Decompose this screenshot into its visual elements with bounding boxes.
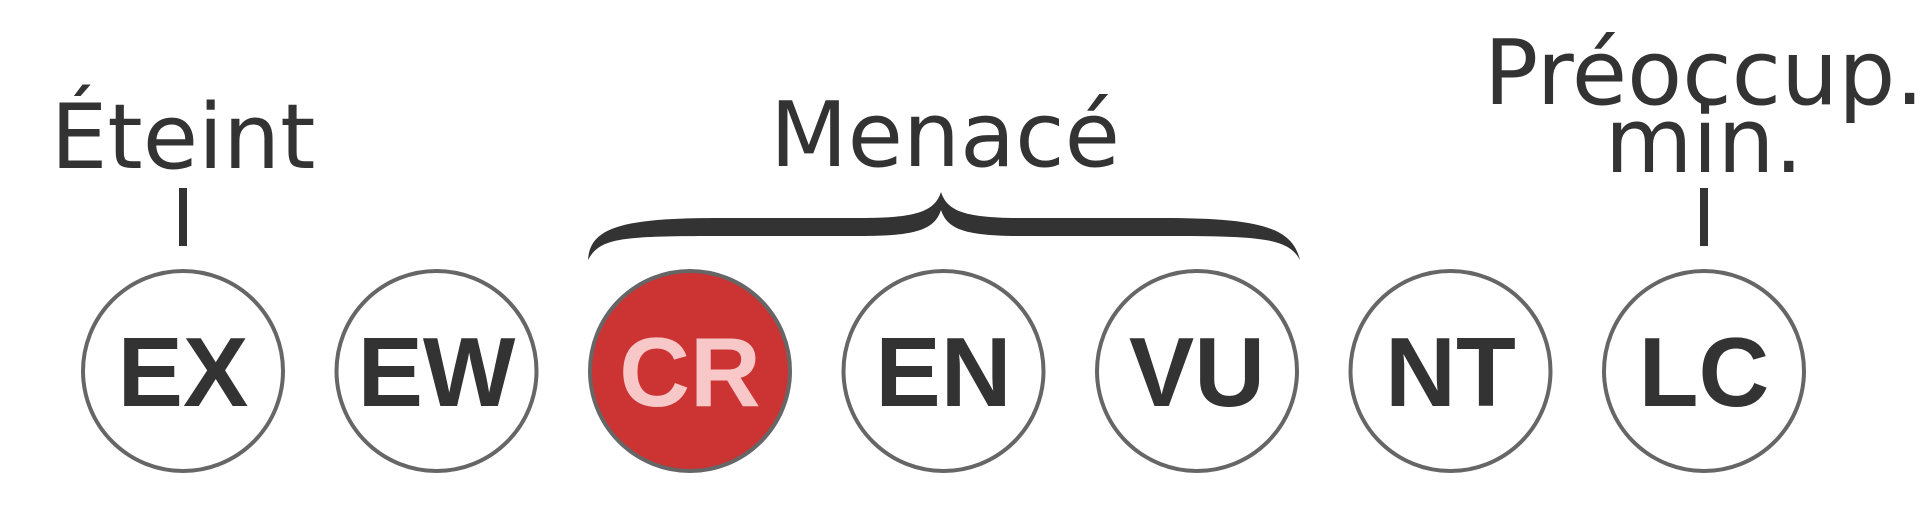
- threatened-brace: [588, 192, 1300, 260]
- group-label-threatened: Menacé: [770, 83, 1120, 188]
- group-label-extinct: Éteint: [51, 83, 316, 190]
- group-label-least-concern-line1: Préoccup.: [1484, 21, 1920, 126]
- category-en: EN: [841, 269, 1046, 473]
- category-circle: [81, 269, 285, 473]
- category-code: EX: [118, 317, 249, 427]
- category-code: EN: [875, 317, 1011, 427]
- category-code: EW: [358, 317, 516, 427]
- category-code: CR: [619, 317, 761, 427]
- category-ex: EX: [81, 269, 285, 473]
- category-circle: [1095, 269, 1299, 473]
- category-ew: EW: [334, 269, 539, 473]
- category-row: EX EW CR EN VU NT LC: [81, 269, 1806, 473]
- category-circle: [588, 269, 792, 473]
- category-circle: [841, 269, 1046, 473]
- category-code: NT: [1385, 317, 1516, 427]
- category-circle: [1602, 269, 1806, 473]
- category-cr: CR: [588, 269, 792, 473]
- category-lc: LC: [1602, 269, 1806, 473]
- category-code: VU: [1129, 317, 1265, 427]
- group-label-least-concern-line2: min.: [1605, 89, 1803, 194]
- category-circle: [1348, 269, 1553, 473]
- category-vu: VU: [1095, 269, 1299, 473]
- category-code: LC: [1639, 317, 1770, 427]
- category-circle: [334, 269, 539, 473]
- category-nt: NT: [1348, 269, 1553, 473]
